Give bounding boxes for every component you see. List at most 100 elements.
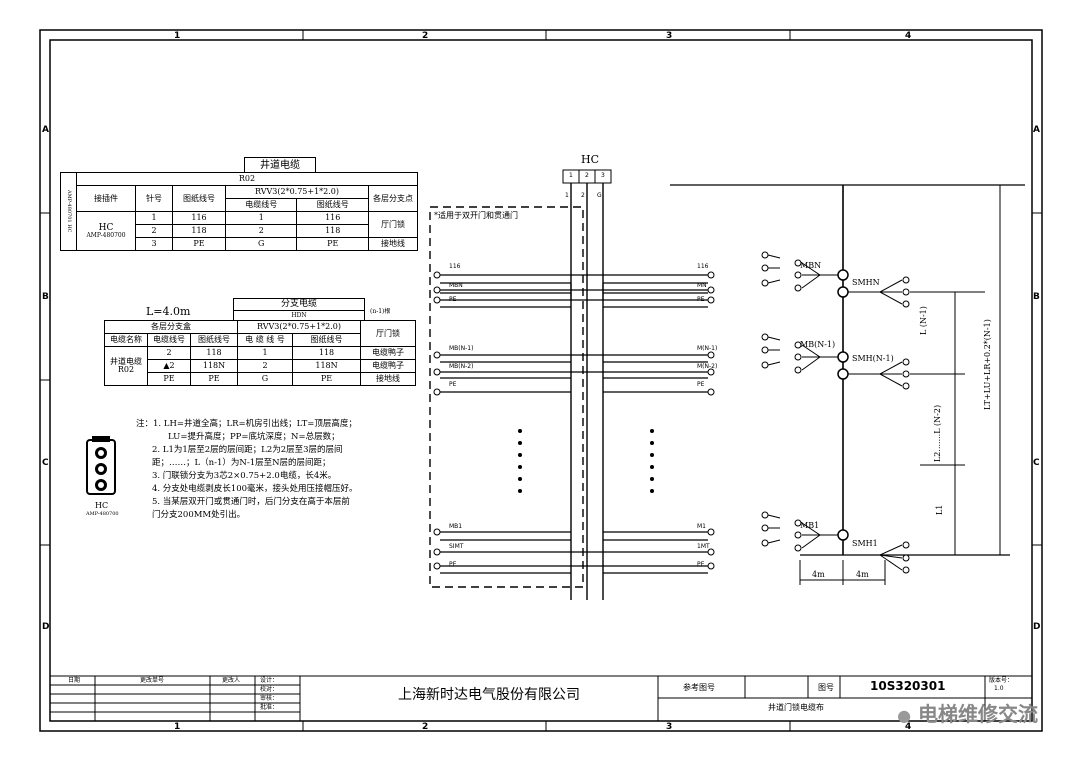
table2-cable: G [237,372,293,386]
tb-check: 校对： [260,686,279,693]
table2-cable: 2 [237,359,293,373]
left-label: 116 [449,263,461,270]
connector-icon-label: HC [95,501,109,510]
dim-ln2: L2.......L (N-2) [933,404,942,462]
table2-length: L=4.0m [146,305,191,318]
note-line: 5. 当某层双开门或贯通门时，后门分支在高于本层前 [152,497,350,507]
table2-count: (n-1)根 [370,308,391,315]
left-label: MBN [449,282,463,289]
tb-version: 1.0 [994,685,1004,692]
floor-branches [761,251,910,574]
grid-col-3: 3 [666,31,673,41]
label-smh1: SMH1 [852,539,878,548]
table2-dwg2: 118 [292,346,361,360]
wire-label-1: 1 [565,192,569,199]
branch-cable-table: 各层分支盒 RVV3(2*0.75+1*2.0) 厅门锁 电缆名称 电缆线号 图… [104,320,416,386]
table2-h-branch-box: 各层分支盒 [104,320,238,334]
hc-pin-2: 2 [585,172,589,179]
grid-row-b-right: B [1033,292,1040,302]
table2-dwg2: PE [292,372,361,386]
tb-change-no: 更改单号 [140,677,165,684]
table1-cable: 2 [224,224,298,238]
grid-ticks [40,30,1042,731]
hc-label: HC [581,153,600,166]
label-mb1: MB1 [800,521,820,530]
left-label: PE [449,561,457,568]
right-label: 116 [697,263,709,270]
table1-h-dwg2: 图纸线号 [296,198,369,212]
table2-cable: 1 [237,346,293,360]
table1-dwg: PE [172,237,226,251]
dashed-note: *适用于双开门和贯通门 [434,211,518,220]
watermark-text: 电梯维修交流 [918,702,1038,726]
table1-cable: 1 [224,211,298,225]
label-mbn: MBN [800,261,822,270]
dim-ln1: L (N-1) [919,306,928,335]
table2-wire: ▲2 [147,359,191,373]
table1-cable: G [224,237,298,251]
table2-cable-spec: RVV3(2*0.75+1*2.0) [237,320,361,334]
table1-pin: 3 [135,237,173,251]
table1-dwg2: PE [296,237,369,251]
table2-h-dwg-no2: 图纸线号 [292,333,361,347]
table1-dwg: 116 [172,211,226,225]
tb-review: 审核： [260,695,279,702]
grid-row-d-right: D [1033,622,1041,632]
table2-title: 分支电缆 [280,299,317,309]
grid-col-4: 4 [905,31,912,41]
table1-side-code: AMP-480701 HC [60,172,77,251]
right-label: M(N-1) [697,345,718,352]
notes: 注：1. LH=井道全高；LR=机房引出线；LT=顶层高度； LU=提升高度；P… [136,418,358,522]
watermark: ● 电梯维修交流 [897,698,1038,727]
wire-label-2: 2 [581,192,585,199]
table1-h-pin: 针号 [135,185,173,212]
branch-lines [440,274,708,574]
note-line: 距；……；L（n-1）为N-1层至N层的层间距； [152,458,331,468]
table1-pin: 1 [135,211,173,225]
grid-col-3-bottom: 3 [666,722,673,732]
note-line: LU=提升高度；PP=底坑深度；N=总层数； [168,432,340,442]
tb-changer: 更改人 [222,677,241,684]
right-label: PE [697,381,705,388]
left-label: MB(N-1) [449,345,474,352]
title-block-lines [50,675,1032,721]
drawing-number: 10S320301 [870,679,946,693]
grid-row-a-right: A [1033,125,1040,135]
grid-row-c-right: C [1033,458,1040,468]
tb-design: 设计： [260,677,279,684]
table2-h-cable-name: 电缆名称 [104,333,148,347]
table2-term: 电缆鸭子 [360,346,416,360]
dim-4m-a: 4m [812,570,825,579]
table2-header: 分支电缆 HDN [233,298,365,320]
company-name: 上海新时达电气股份有限公司 [398,687,580,703]
table2-wire: PE [147,372,191,386]
table1-h-connector: 接插件 [76,185,136,212]
table2-term: 电缆鸭子 [360,359,416,373]
table2-h-door: 厅门锁 [360,320,416,347]
label-smhn: SMHN [852,278,880,287]
note-line: 门分支200MM处引出。 [152,510,246,520]
grid-row-a: A [42,125,49,135]
table1-dwg2: 116 [296,211,369,225]
table1-h-dwg: 图纸线号 [172,185,226,212]
table1-branch-ground: 接地线 [368,237,418,251]
table2-wire: 2 [147,346,191,360]
grid-col-2: 2 [422,31,429,41]
table2-dwg: PE [190,372,238,386]
dimension-lines [799,185,1001,585]
right-label: PE [697,561,705,568]
grid-col-4-bottom: 4 [905,722,912,732]
connector-icon-model: AMP-480700 [86,511,119,517]
table1-h-cable-no: 电缆线号 [224,198,298,212]
left-label: PE [449,296,457,303]
left-label: MB(N-2) [449,363,474,370]
grid-col-2-bottom: 2 [422,722,429,732]
table1-code: R02 [76,172,418,186]
splice-nodes [837,269,849,541]
left-label: MB1 [449,523,463,530]
right-label: M(N-2) [697,363,718,370]
table2-dwg: 118 [190,346,238,360]
label-smh-n-1: SMH(N-1) [852,354,894,363]
